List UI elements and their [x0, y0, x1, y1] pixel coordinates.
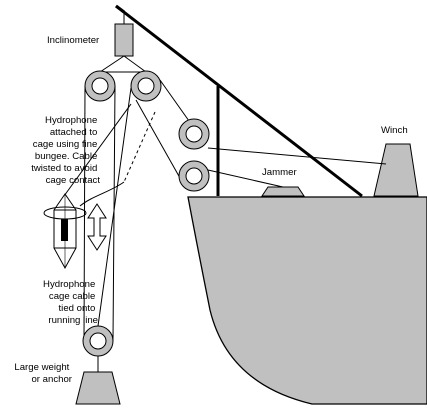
weight-note-label: Large weight or anchor [14, 362, 72, 385]
running-line-to-low-pulley [135, 99, 181, 179]
hydrophone-cable-loop [79, 181, 125, 207]
pulley-top-right [130, 70, 162, 102]
winch-label: Winch [381, 125, 408, 136]
running-line-left-down [83, 85, 86, 341]
pulley-top-left [84, 70, 116, 102]
running-line-to-jammer [207, 169, 284, 188]
pulley-middle [178, 118, 210, 150]
pulley-bottom [82, 325, 114, 357]
jammer [261, 186, 305, 197]
boom-diagonal [115, 4, 363, 198]
vertical-movement-arrow [87, 203, 107, 251]
vessel-hull [187, 196, 427, 405]
large-weight [75, 371, 121, 405]
inclinometer-label: Inclinometer [47, 35, 100, 46]
inclinometer-body [114, 23, 134, 57]
cage-cable-note-label: Hydrophone cage cable tied onto running … [43, 279, 98, 326]
hydrophone [61, 219, 68, 241]
hydrophone-cable-dashed [123, 111, 156, 183]
pulley-hanger-left [99, 55, 125, 73]
boom-tip [115, 4, 125, 14]
winch [373, 143, 419, 197]
pulley-hanger-right [123, 55, 147, 73]
running-line-to-winch [207, 147, 387, 165]
cage-suspension-line [63, 103, 132, 197]
jammer-label: Jammer [262, 167, 297, 178]
hydrophone-note-label: Hydrophone attached to cage using fine b… [31, 115, 100, 186]
pulley-lower [178, 160, 210, 192]
running-line-right-down [97, 87, 132, 327]
